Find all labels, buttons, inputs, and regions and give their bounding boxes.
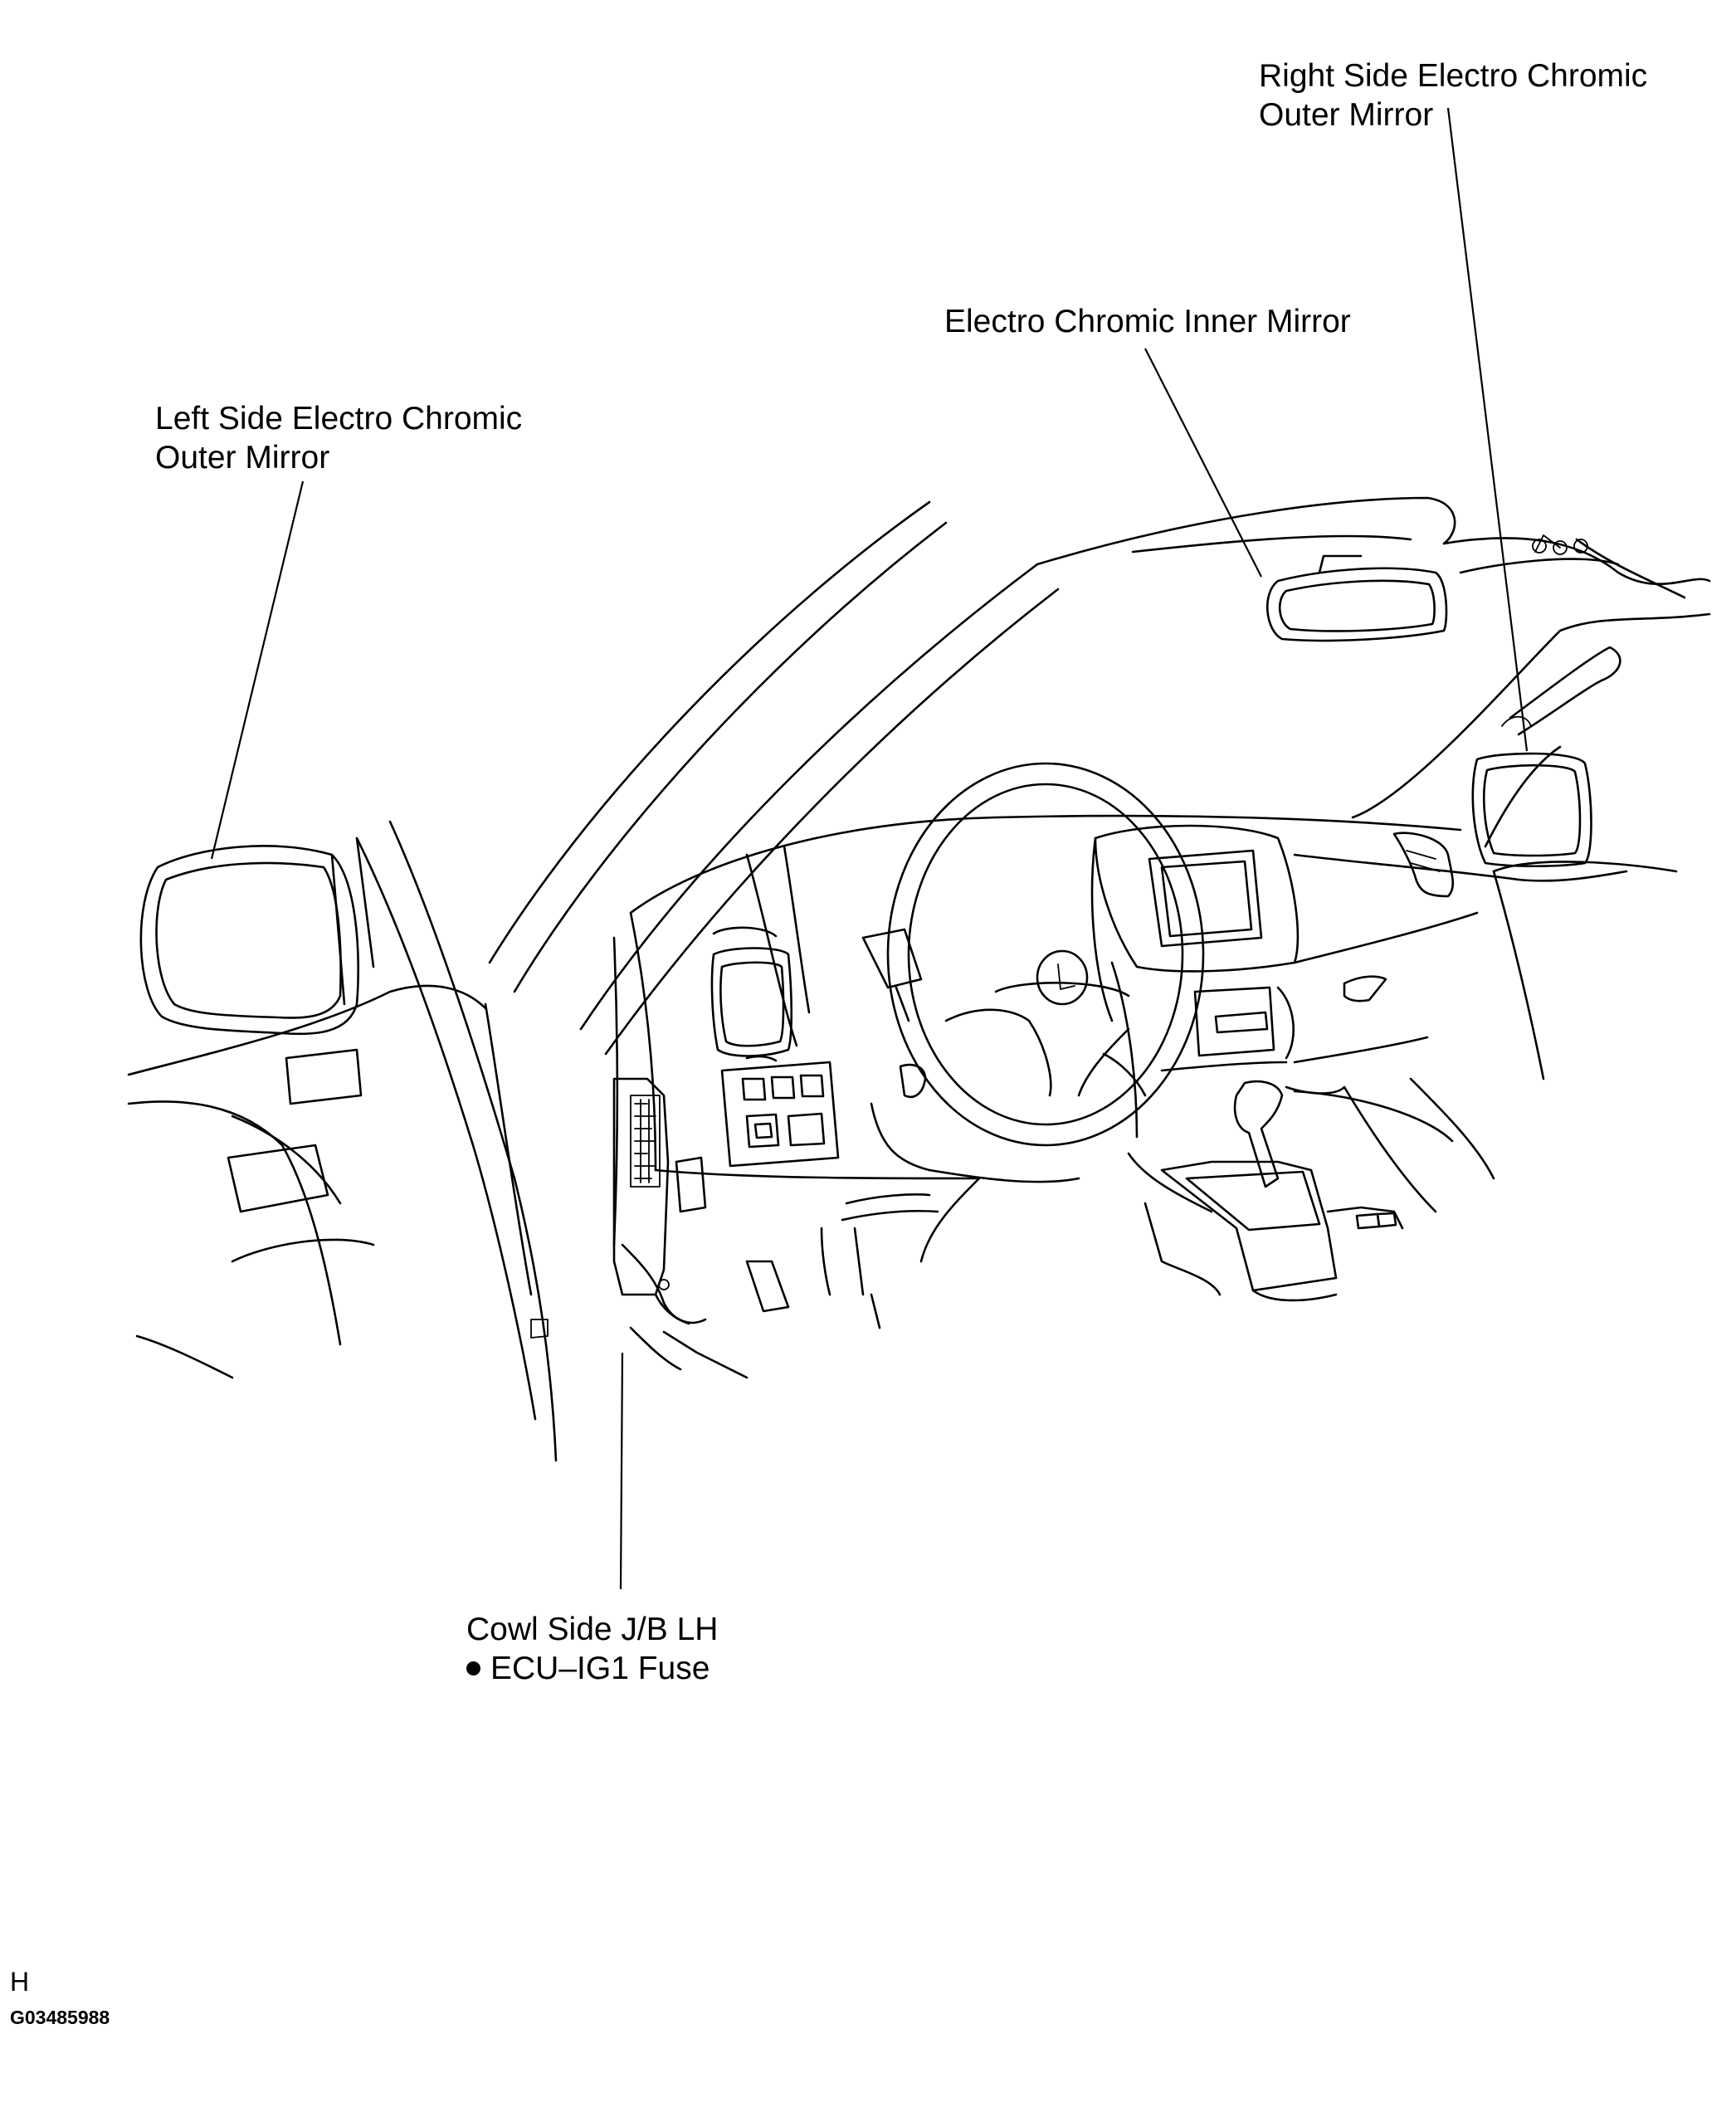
label-right-outer-mirror: Right Side Electro Chromic Outer Mirror [1259,56,1647,134]
left-outer-mirror [139,837,375,1036]
leader-left-outer-mirror [210,480,305,860]
view-code: H [10,1967,30,1997]
label-inner-mirror-text: Electro Chromic Inner Mirror [944,304,1351,339]
label-fuse-text: ECU–IG1 Fuse [490,1651,710,1686]
steering-wheel [861,762,1205,1147]
dashboard [612,814,1628,1246]
inner-mirror [1266,554,1448,642]
center-console [1127,1077,1495,1302]
windshield-frame [488,496,1711,1056]
label-cowl-side-jb: Cowl Side J/B LH ECU–IG1 Fuse [466,1610,718,1688]
left-door [127,820,558,1462]
label-left-outer-mirror-line1: Left Side Electro Chromic [155,401,523,437]
figure-id: G03485988 [10,2007,110,2028]
label-inner-mirror: Electro Chromic Inner Mirror [944,302,1351,341]
cowl-side-junction-block [612,1077,749,1379]
lower-dash [654,1061,1080,1329]
leader-right-outer-mirror [1446,107,1529,752]
label-cowl-jb-text: Cowl Side J/B LH [466,1612,719,1647]
label-fuse-line: ECU–IG1 Fuse [466,1649,718,1688]
leader-cowl-jb [619,1352,624,1590]
label-left-outer-mirror-line2: Outer Mirror [155,440,330,476]
bullet-dot [466,1661,480,1675]
leader-lines [210,107,1529,1590]
label-left-outer-mirror: Left Side Electro Chromic Outer Mirror [155,399,522,477]
right-body [1351,612,1711,1080]
label-right-outer-mirror-line2: Outer Mirror [1259,97,1434,133]
leader-inner-mirror [1144,348,1262,578]
label-right-outer-mirror-line1: Right Side Electro Chromic [1259,58,1648,94]
